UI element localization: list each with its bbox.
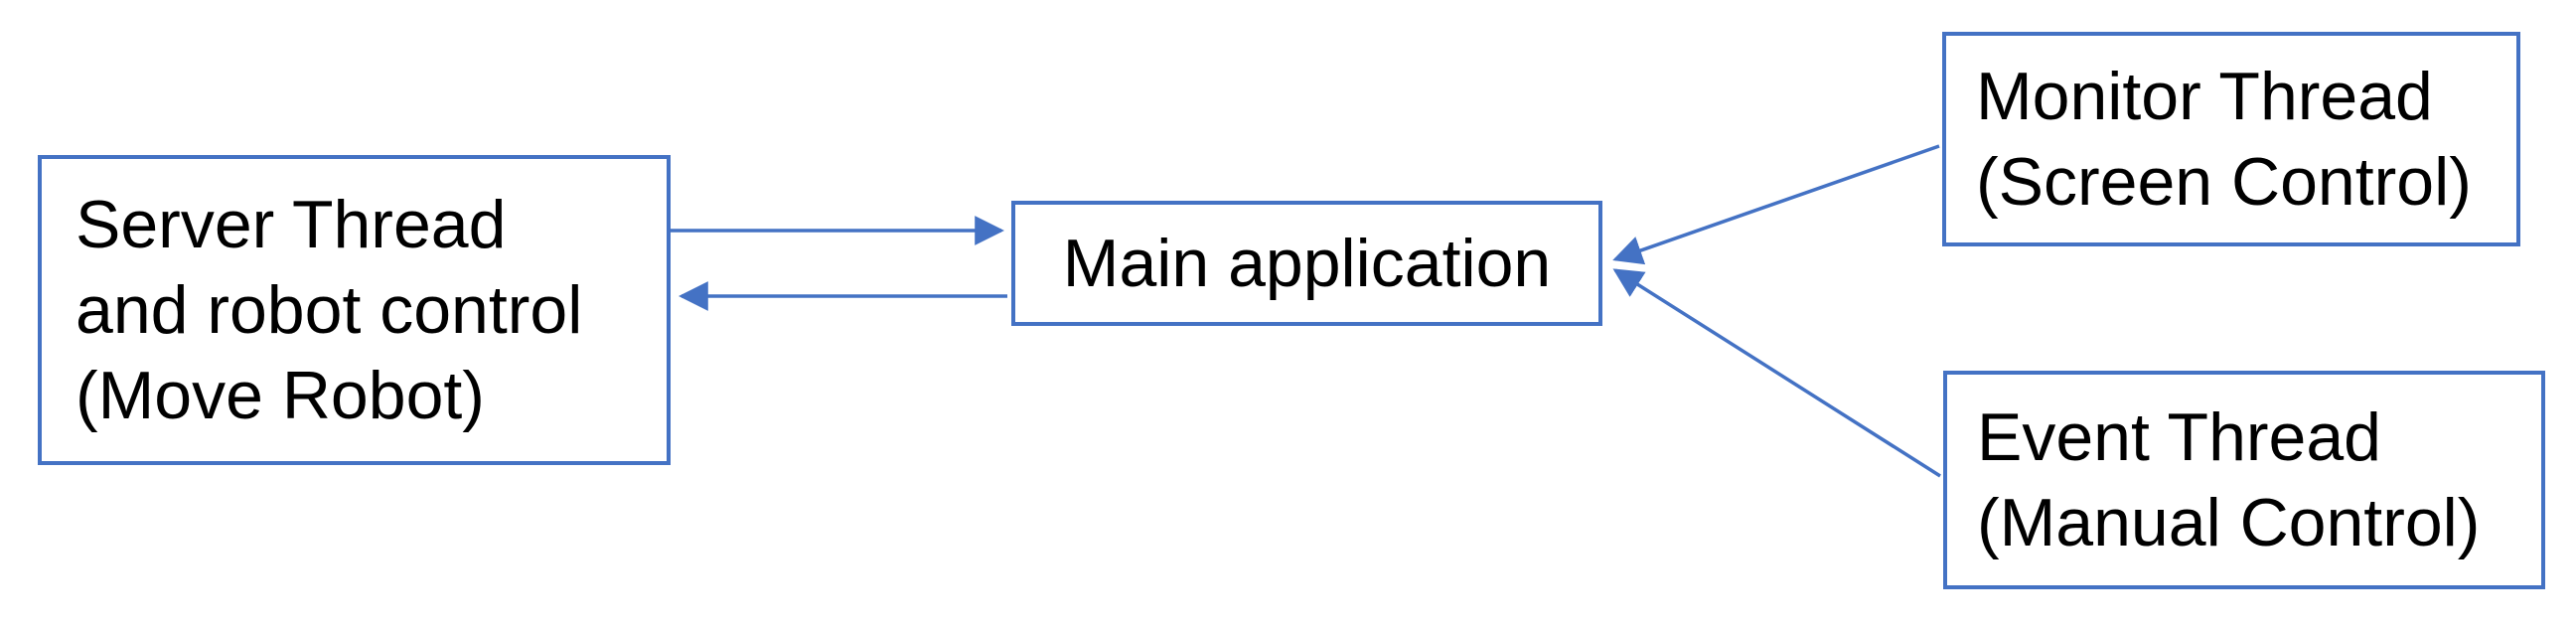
node-server-thread-line-1: Server Thread [76,187,507,262]
node-monitor-thread: Monitor Thread (Screen Control) [1942,32,2520,246]
node-server-thread-line-3: (Move Robot) [76,358,485,433]
node-event-thread-line-1: Event Thread [1977,399,2382,475]
node-server-thread-line-2: and robot control [76,272,583,348]
node-server-thread: Server Thread and robot control (Move Ro… [38,155,671,465]
node-event-thread: Event Thread (Manual Control) [1943,371,2545,589]
node-main-application-label: Main application [1062,226,1552,301]
node-monitor-thread-line-1: Monitor Thread [1976,59,2433,134]
node-monitor-thread-line-2: (Screen Control) [1976,144,2472,220]
node-event-thread-line-2: (Manual Control) [1977,485,2481,560]
arrow-event-to-main [1612,268,1941,478]
node-main-application: Main application [1011,201,1602,326]
arrow-monitor-to-main [1612,144,1940,265]
